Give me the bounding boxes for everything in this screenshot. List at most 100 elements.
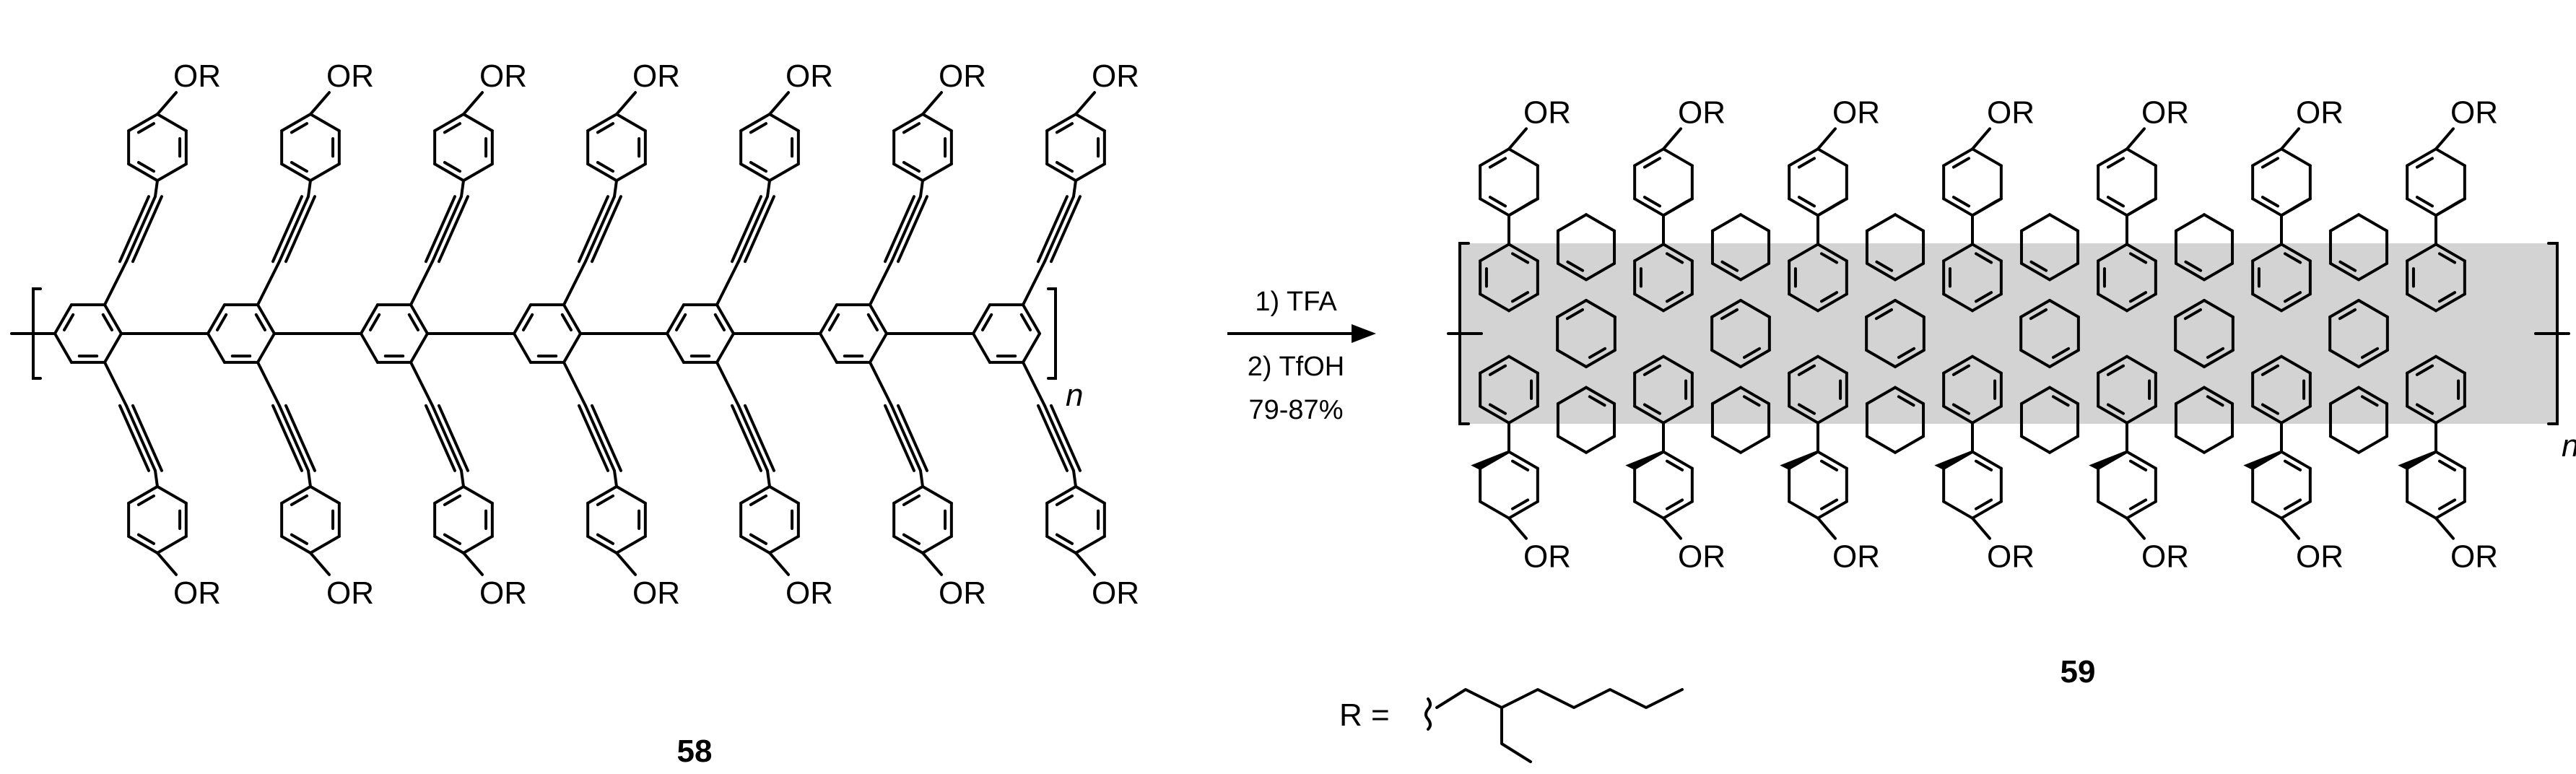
ribbon-fused-ring bbox=[1710, 213, 1771, 282]
aryl-oxygen-bond bbox=[2125, 127, 2146, 151]
ring-bond bbox=[666, 332, 685, 364]
ring-bond bbox=[1556, 435, 1588, 454]
ring-bond bbox=[2203, 299, 2235, 318]
ring-bond bbox=[1971, 450, 2003, 470]
ring-bond bbox=[1507, 243, 1539, 263]
double-bond-inner bbox=[2338, 260, 2357, 272]
ribbon-fused-ring bbox=[1865, 386, 1926, 454]
substituent-or-label: OR bbox=[2141, 539, 2189, 575]
ring-bond bbox=[280, 534, 312, 555]
alkyne-triple-bond bbox=[1050, 404, 1082, 472]
ring-bond bbox=[206, 303, 226, 335]
ring-bond bbox=[1942, 147, 1974, 168]
ring-bond bbox=[2251, 147, 2283, 168]
alkyne-triple-bond bbox=[591, 404, 622, 472]
ring-bond bbox=[156, 484, 188, 505]
double-bond-inner bbox=[62, 313, 75, 332]
ring-bond bbox=[2406, 355, 2437, 375]
ring-bond bbox=[1788, 147, 1819, 168]
substituent-or-label: OR bbox=[1523, 95, 1571, 130]
ring-bond bbox=[1942, 243, 1974, 263]
double-bond-inner bbox=[2128, 459, 2148, 471]
ring-bond bbox=[739, 162, 771, 183]
substituent-or-label: OR bbox=[2450, 95, 2498, 130]
ring-bond bbox=[1662, 404, 1694, 425]
ring-bond bbox=[2048, 261, 2080, 282]
double-bond-inner bbox=[136, 160, 156, 173]
ring-bond bbox=[972, 303, 991, 335]
double-bond-inner bbox=[1588, 347, 1607, 360]
ribbon-fused-ring bbox=[2328, 213, 2389, 282]
aryl-oxygen-bond bbox=[1971, 127, 1991, 151]
ring-bond bbox=[462, 534, 494, 555]
aryl-oxygen-bond bbox=[768, 91, 790, 116]
ring-bond bbox=[2174, 435, 2206, 454]
ring-bond bbox=[280, 113, 312, 133]
alkyne-triple-bond bbox=[118, 195, 150, 264]
alkyne-bond bbox=[256, 260, 281, 307]
ring-bond bbox=[666, 303, 685, 335]
alkyne-bond bbox=[1022, 260, 1046, 307]
ring-bond bbox=[2434, 292, 2466, 313]
backbone-benzene-ring bbox=[819, 303, 888, 364]
ring-bond bbox=[768, 534, 800, 555]
ring-bond bbox=[433, 534, 465, 555]
ring-bond bbox=[409, 303, 429, 335]
substituent-or-label: OR bbox=[2296, 539, 2344, 575]
aryl-oxygen-bond bbox=[1662, 127, 1682, 151]
ring-bond bbox=[2434, 147, 2466, 168]
ring-bond bbox=[462, 113, 494, 133]
substituent-or-label: OR bbox=[786, 58, 833, 94]
ring-bond bbox=[1971, 292, 2003, 313]
double-bond-inner bbox=[2437, 459, 2457, 471]
repeat-bracket-left bbox=[32, 287, 42, 380]
double-bond-inner bbox=[1951, 403, 1971, 415]
ring-bond bbox=[2097, 355, 2128, 375]
alkyne-triple-bond bbox=[118, 404, 150, 472]
double-bond-inner bbox=[368, 313, 381, 332]
aryl-oxygen-bond bbox=[768, 551, 790, 576]
ring-bond bbox=[2280, 500, 2312, 520]
ring-bond bbox=[615, 534, 647, 555]
ring-bond bbox=[1739, 213, 1771, 232]
ring-bond bbox=[127, 484, 159, 505]
ring-bond bbox=[433, 113, 465, 133]
ribbon-fused-ring bbox=[1865, 213, 1926, 282]
double-bond-inner bbox=[1488, 157, 1507, 169]
double-bond-inner bbox=[521, 313, 534, 332]
ribbon-fused-ring bbox=[2174, 213, 2235, 282]
ring-bond bbox=[2406, 500, 2437, 520]
double-bond-inner bbox=[2437, 291, 2457, 303]
ribbon-fused-ring bbox=[1710, 386, 1771, 454]
pendant-aryl-ring bbox=[127, 484, 188, 555]
ring-bond bbox=[409, 332, 429, 364]
aryl-oxygen-bond bbox=[1507, 127, 1528, 151]
double-bond-inner bbox=[2283, 459, 2302, 471]
ring-bond bbox=[2357, 386, 2389, 406]
double-bond-inner bbox=[2051, 395, 2070, 407]
alkyne-bond bbox=[715, 260, 740, 307]
ring-bond bbox=[2048, 435, 2080, 454]
double-bond-inner bbox=[2415, 157, 2434, 169]
ring-bond bbox=[1507, 355, 1539, 375]
double-bond-inner bbox=[1819, 291, 1839, 303]
r-group-label: R = bbox=[1339, 697, 1390, 733]
ring-bond bbox=[1662, 147, 1694, 168]
alkyne-bond bbox=[1022, 360, 1046, 407]
ring-bond bbox=[1710, 261, 1742, 282]
ring-bond bbox=[53, 303, 73, 335]
condition-step-2: 2) TfOH bbox=[1248, 352, 1344, 382]
ring-bond bbox=[1507, 147, 1539, 168]
double-bond-inner bbox=[2437, 498, 2457, 510]
ring-bond bbox=[1585, 299, 1616, 318]
ring-bond bbox=[1971, 355, 2003, 375]
polymer-index-n: n bbox=[2562, 428, 2576, 464]
double-bond-inner bbox=[2437, 252, 2457, 264]
ring-bond bbox=[103, 332, 123, 364]
aryl-oxygen-bond bbox=[2125, 516, 2146, 540]
ribbon-fused-ring bbox=[2019, 299, 2080, 368]
ring-bond bbox=[1633, 500, 1665, 520]
backbone-benzene-ring bbox=[360, 303, 429, 364]
wedge-bond bbox=[1971, 197, 2002, 217]
ring-bond bbox=[586, 162, 618, 183]
